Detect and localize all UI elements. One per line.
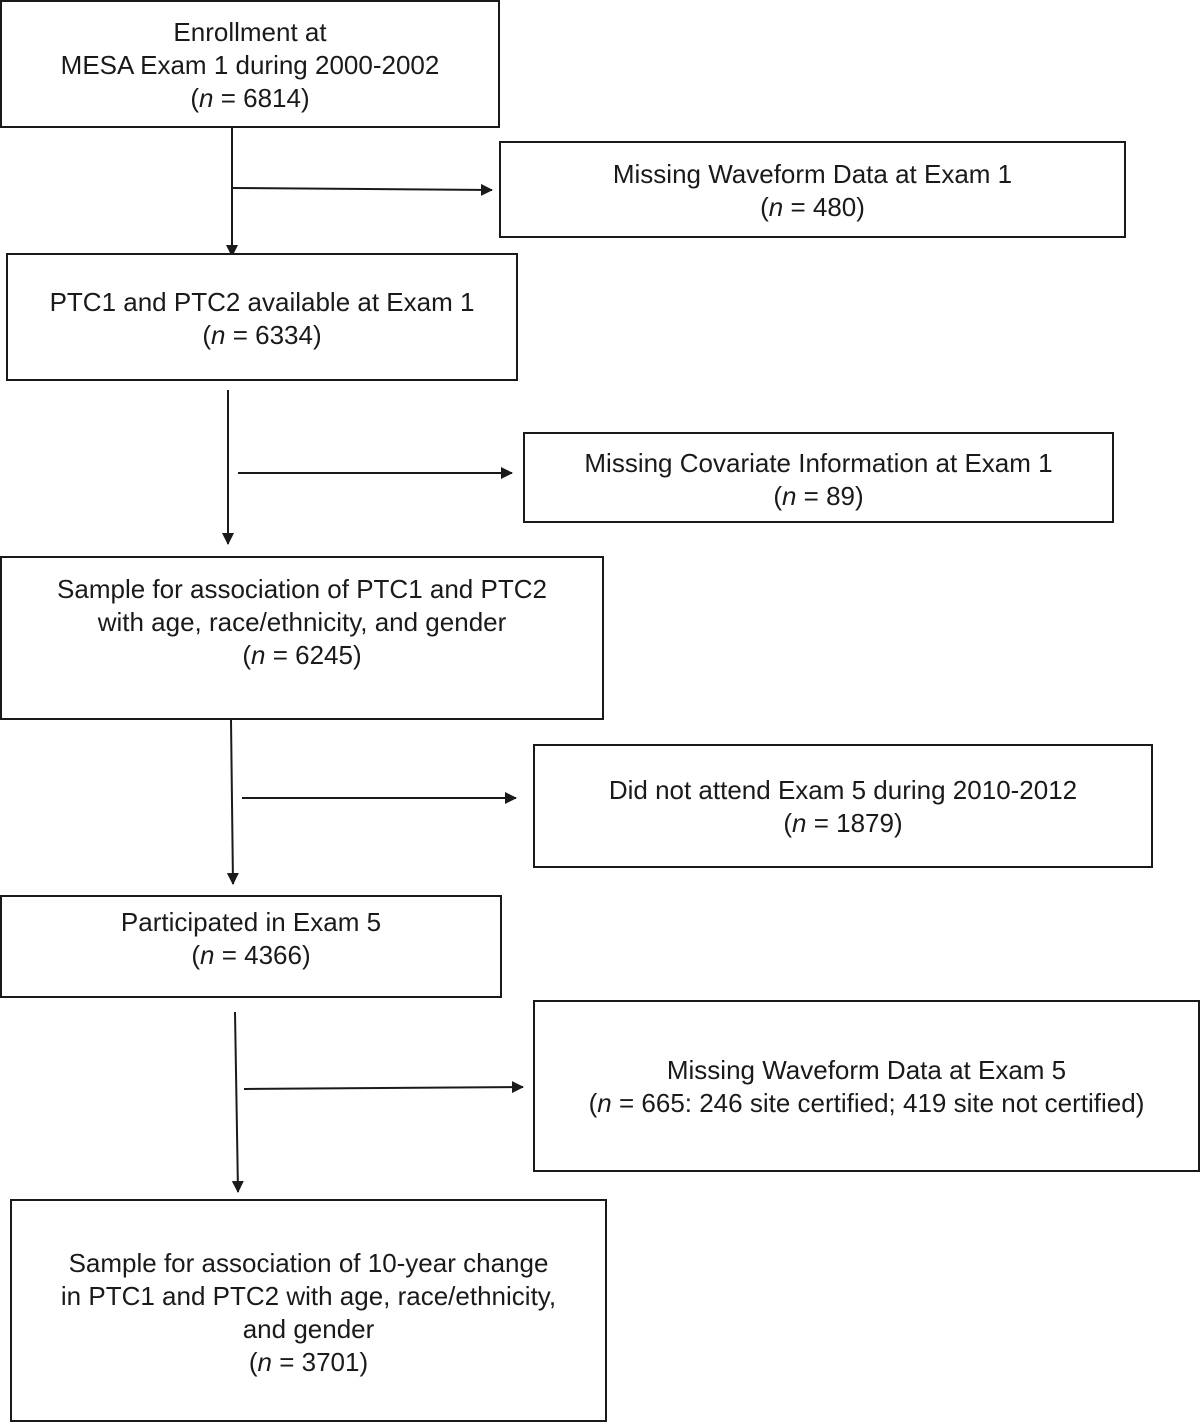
box-count: (n = 665: 246 site certified; 419 site n… [588,1088,1145,1118]
box-text-line: Did not attend Exam 5 during 2010-2012 [608,775,1078,805]
box-text-line: and gender [242,1314,375,1344]
count-value: = 480) [783,192,865,222]
box-count: (n = 6334) [202,320,322,350]
box-text-line: MESA Exam 1 during 2000-2002 [60,50,440,80]
box-did-not-attend: Did not attend Exam 5 during 2010-2012 (… [533,744,1153,868]
box-count: (n = 89) [773,481,864,511]
n-symbol: n [251,640,266,670]
n-symbol: n [781,481,797,511]
box-count: (n = 480) [760,192,865,222]
box-count: (n = 6814) [190,83,310,113]
box-text-line: Sample for association of PTC1 and PTC2 [57,574,547,604]
box-missing-waveform-exam1: Missing Waveform Data at Exam 1 (n = 480… [499,141,1126,238]
box-text-line: Missing Waveform Data at Exam 1 [612,159,1013,189]
arrow-to-missing-waveform-exam5 [243,1081,524,1094]
count-value: = 1879) [806,808,903,838]
arrow-participated-to-final [231,1011,244,1193]
box-count: (n = 3701) [248,1347,369,1377]
box-sample-10yr-change: Sample for association of 10-year change… [10,1199,607,1422]
box-text-line: with age, race/ethnicity, and gender [97,607,507,637]
box-count: (n = 6245) [242,640,362,670]
box-missing-covariate: Missing Covariate Information at Exam 1 … [523,432,1114,523]
box-text-line: Missing Covariate Information at Exam 1 [584,448,1053,478]
box-enrollment: Enrollment at MESA Exam 1 during 2000-20… [0,0,500,128]
count-value: = 89) [796,481,864,511]
box-missing-waveform-exam5: Missing Waveform Data at Exam 5 (n = 665… [533,1000,1200,1172]
count-value: = 3701) [272,1347,369,1377]
box-count: (n = 4366) [191,940,311,970]
n-symbol: n [597,1088,612,1118]
box-text-line: Enrollment at [173,17,327,47]
n-symbol: n [768,192,784,222]
n-symbol: n [211,320,226,350]
arrow-sample-to-participated [226,719,239,885]
count-value: = 6245) [265,640,362,670]
box-ptc-available: PTC1 and PTC2 available at Exam 1 (n = 6… [6,253,518,381]
count-value: = 4366) [214,940,311,970]
n-symbol: n [200,940,215,970]
n-symbol: n [199,83,214,113]
box-text-line: Sample for association of 10-year change [68,1248,549,1278]
count-value: = 6334) [225,320,322,350]
box-sample-association: Sample for association of PTC1 and PTC2 … [0,556,604,720]
n-symbol: n [257,1347,272,1377]
box-text-line: in PTC1 and PTC2 with age, race/ethnicit… [60,1281,557,1311]
count-value: = 665: 246 site certified; 419 site not … [611,1088,1145,1118]
box-participated-exam5: Participated in Exam 5 (n = 4366) [0,895,502,998]
box-text-line: Participated in Exam 5 [120,907,382,937]
n-symbol: n [792,808,807,838]
box-text-line: Missing Waveform Data at Exam 5 [666,1055,1067,1085]
box-count: (n = 1879) [783,808,903,838]
arrow-to-missing-waveform-exam1 [231,183,493,196]
count-value: = 6814) [213,83,310,113]
box-text-line: PTC1 and PTC2 available at Exam 1 [49,287,475,317]
